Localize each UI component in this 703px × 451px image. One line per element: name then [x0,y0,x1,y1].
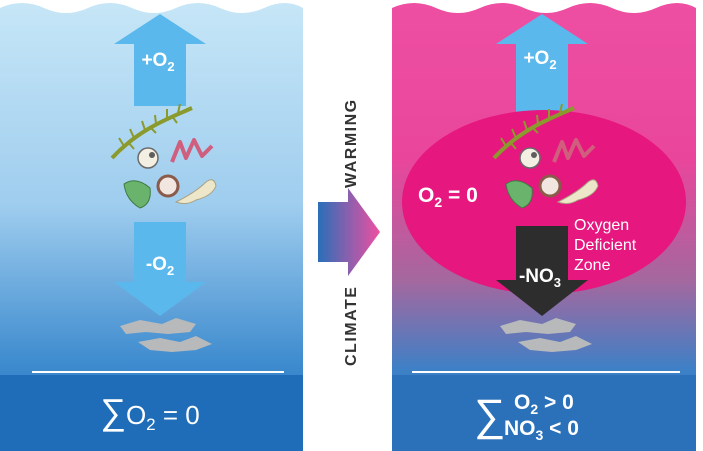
svg-text:-NO3: -NO3 [519,266,561,290]
right-panel: +O2 O2 = 0 Oxygen Deficient Zone [392,3,696,451]
right-up-arrow-subscript: 2 [549,57,556,72]
nitrate-arrow-label: -NO [519,266,554,287]
left-balance-suffix: = 0 [156,400,200,430]
right-oxygen-zero-subscript: 2 [434,194,442,210]
radiolarian-icon [137,147,159,169]
nitrate-down-arrow: -NO3 [496,226,588,316]
zone-label: Oxygen Deficient Zone [574,217,641,274]
zone-label-line-1: Oxygen [574,217,629,234]
leaf-plankton-icon [505,180,533,209]
bone-shell-icon [556,179,599,205]
left-panel: +O2 -O2 [0,3,303,451]
left-up-arrow-subscript: 2 [167,59,174,74]
warming-word: WARMING [343,98,360,188]
right-oxygen-zero-prefix: O [418,184,434,207]
left-sediment-particles [120,318,212,352]
left-down-arrow-label: -O [146,254,167,275]
right-oxygen-up-arrow: +O2 [496,14,588,120]
right-plankton-cluster [492,103,599,209]
right-sum-symbol: ∑ [474,391,505,440]
right-oxygen-zero-suffix: = 0 [442,184,478,207]
nitrate-arrow-subscript: 3 [554,275,561,290]
left-balance-prefix: O [126,400,146,430]
shell-icon [156,174,180,198]
left-oxygen-up-arrow: +O2 [114,14,206,106]
worm-icon [170,138,214,163]
zone-label-line-3: Zone [574,257,611,274]
right-oxygen-balance: O2 > 0 [514,391,574,417]
svg-text:+O2: +O2 [141,50,174,74]
climate-word: CLIMATE [343,286,360,366]
climate-warming-transition: WARMING CLIMATE [318,98,380,366]
right-oxygen-zero: O2 = 0 [418,184,478,210]
right-oxygen-balance-subscript: 2 [530,401,538,417]
right-sediment-layer [392,375,696,451]
svg-text:+O2: +O2 [523,48,556,72]
zone-label-line-2: Deficient [574,237,637,254]
leaf-plankton-icon [123,180,151,209]
right-nitrate-balance-subscript: 3 [536,427,544,443]
right-oxygen-balance-prefix: O [514,391,530,414]
diatom-chain-icon [110,106,193,160]
right-oxygen-balance-suffix: > 0 [538,391,574,414]
right-sediment-particles [500,318,592,352]
left-sum-symbol: ∑ [100,391,126,432]
right-nitrate-balance-prefix: NO [504,417,536,440]
left-up-arrow-label: +O [141,50,167,71]
bone-shell-icon [174,179,217,205]
oxygen-deficient-zone [402,110,686,294]
diatom-chain-icon [492,106,575,160]
shell-icon [538,174,562,198]
right-nitrate-balance: NO3 < 0 [504,417,579,443]
left-plankton-cluster [110,103,217,209]
left-balance-subscript: 2 [146,415,155,434]
left-sediment-layer [0,375,303,451]
left-down-arrow-subscript: 2 [167,263,174,278]
right-up-arrow-label: +O [523,48,549,69]
svg-text:-O2: -O2 [146,254,174,278]
left-oxygen-down-arrow: -O2 [114,222,206,316]
transition-arrow [318,188,380,276]
worm-icon [552,138,596,163]
radiolarian-icon [519,147,541,169]
right-nitrate-balance-suffix: < 0 [543,417,579,440]
left-oxygen-balance: ∑O2 = 0 [100,391,199,434]
